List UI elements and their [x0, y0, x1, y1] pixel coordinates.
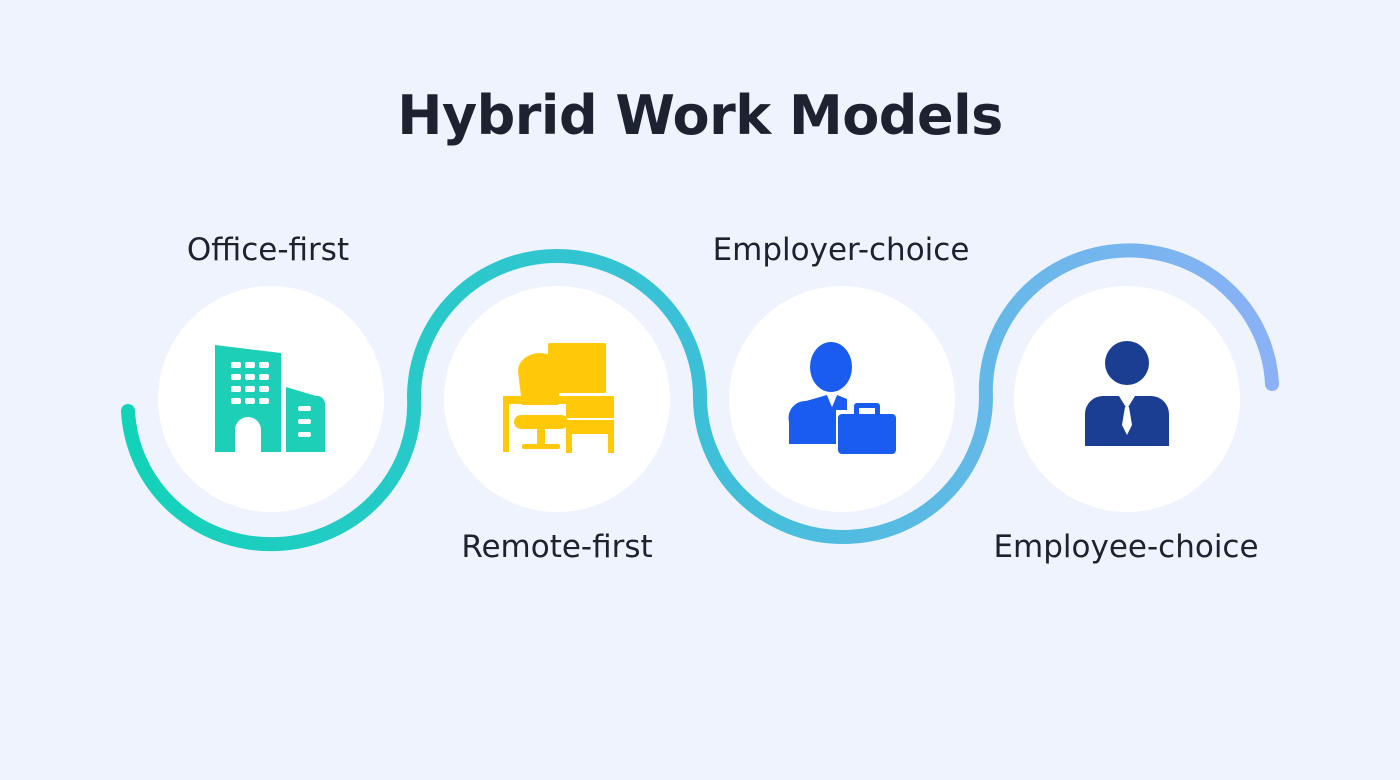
employer-choice-label: Employer-choice: [712, 232, 970, 268]
office-building-icon: [215, 345, 326, 452]
desk-chair-icon: [503, 343, 614, 453]
employee-choice-circle: [1014, 286, 1240, 512]
remote-first-circle: [444, 286, 670, 512]
page-title: Hybrid Work Models: [397, 84, 1003, 147]
remote-first-label: Remote-first: [461, 529, 653, 565]
office-first-label: Office-first: [186, 232, 350, 268]
employee-choice-label: Employee-choice: [993, 529, 1259, 565]
office-first-circle: [158, 286, 384, 512]
employer-choice-circle: [729, 286, 955, 512]
employer-briefcase-icon: [788, 342, 896, 454]
employee-person-icon: [1085, 341, 1169, 446]
